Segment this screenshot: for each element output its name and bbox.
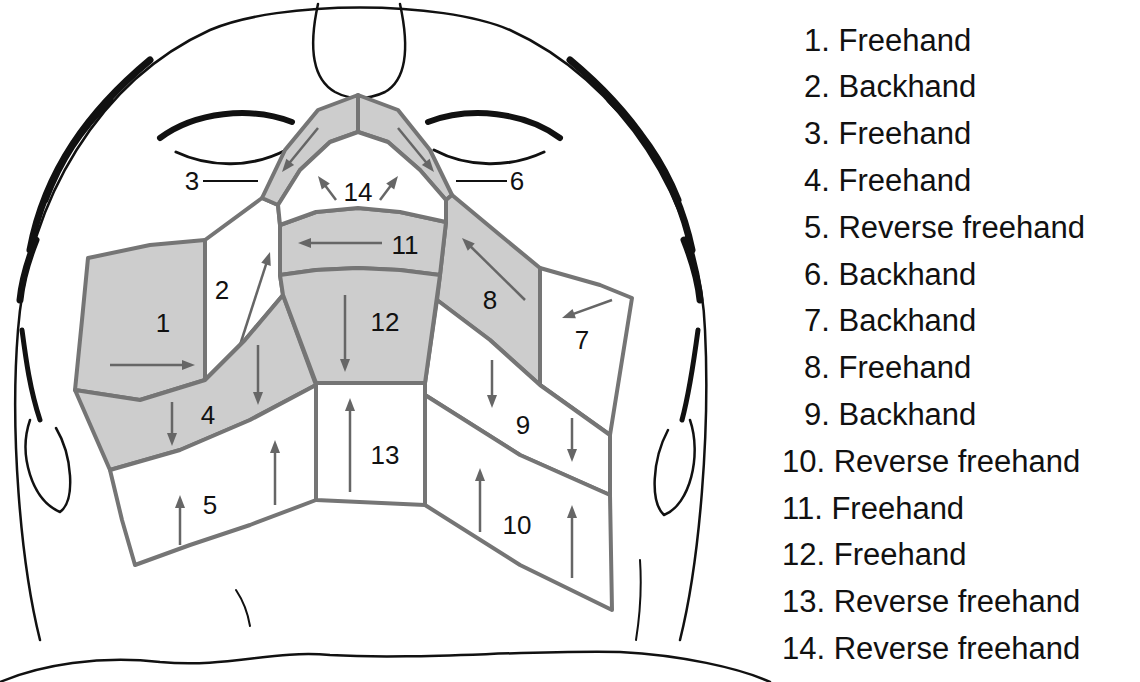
technique-label: 5. Reverse freehand bbox=[804, 212, 1085, 243]
arrowhead bbox=[487, 395, 497, 408]
arrowhead bbox=[340, 359, 350, 372]
region-number: 4 bbox=[201, 402, 215, 428]
region-shape bbox=[110, 385, 316, 565]
technique-label: 3. Freehand bbox=[804, 118, 971, 149]
technique-label: 6. Backhand bbox=[804, 259, 976, 290]
technique-label: 2. Backhand bbox=[804, 71, 976, 102]
region-number: 3 bbox=[185, 168, 199, 194]
leader-line bbox=[203, 180, 258, 182]
arrowhead bbox=[270, 440, 280, 453]
direction-arrow bbox=[257, 345, 260, 395]
direction-arrow bbox=[571, 515, 574, 578]
arrowhead bbox=[175, 495, 185, 508]
arrowhead bbox=[345, 398, 355, 411]
region-number: 14 bbox=[344, 179, 373, 205]
direction-arrow bbox=[171, 402, 174, 436]
region-shape bbox=[280, 268, 440, 383]
arrowhead bbox=[422, 159, 434, 172]
region-shape bbox=[316, 383, 425, 505]
region-outline bbox=[316, 383, 425, 505]
region-number: 5 bbox=[203, 492, 217, 518]
arrowhead bbox=[462, 238, 475, 251]
direction-arrow bbox=[179, 505, 182, 545]
arrowhead bbox=[567, 505, 577, 518]
direction-arrow bbox=[274, 450, 277, 505]
arrowhead bbox=[261, 252, 271, 266]
direction-arrow bbox=[349, 408, 352, 492]
technique-label: 10. Reverse freehand bbox=[782, 446, 1080, 477]
direction-arrow bbox=[344, 295, 347, 362]
region-outline bbox=[280, 268, 440, 383]
direction-arrow bbox=[571, 418, 574, 452]
technique-label: 7. Backhand bbox=[804, 305, 976, 336]
region-shape bbox=[425, 395, 612, 610]
region-shape bbox=[75, 240, 205, 400]
shaving-region: 13 bbox=[316, 383, 425, 505]
shaving-region: 1 bbox=[75, 240, 205, 400]
region-number: 12 bbox=[371, 309, 400, 335]
technique-label: 4. Freehand bbox=[804, 165, 971, 196]
direction-arrow bbox=[110, 364, 185, 367]
region-number: 2 bbox=[215, 277, 229, 303]
region-number: 10 bbox=[503, 512, 532, 538]
shaving-region: 14 bbox=[278, 132, 446, 225]
technique-label: 12. Freehand bbox=[782, 539, 966, 570]
technique-label: 1. Freehand bbox=[804, 25, 971, 56]
direction-arrow bbox=[571, 300, 612, 315]
technique-label: 13. Reverse freehand bbox=[782, 586, 1080, 617]
region-number: 11 bbox=[392, 232, 419, 258]
shaving-region: 12 bbox=[280, 268, 440, 383]
nose bbox=[313, 4, 405, 98]
neck-line bbox=[0, 652, 770, 682]
technique-label: 11. Freehand bbox=[782, 493, 964, 524]
technique-label: 8. Freehand bbox=[804, 352, 971, 383]
direction-arrow bbox=[479, 478, 482, 532]
arrowhead bbox=[182, 360, 195, 370]
region-outline bbox=[75, 240, 205, 400]
arrowhead bbox=[475, 468, 485, 481]
hair bbox=[570, 60, 700, 300]
arrowhead bbox=[386, 176, 398, 189]
head-outline bbox=[15, 8, 706, 641]
region-number: 8 bbox=[483, 287, 497, 313]
direction-arrow bbox=[491, 360, 494, 398]
arrowhead bbox=[562, 309, 576, 318]
region-number: 13 bbox=[371, 442, 400, 468]
region-number: 9 bbox=[516, 412, 530, 438]
arrowhead bbox=[167, 433, 177, 446]
arrowhead bbox=[298, 238, 311, 248]
region-number: 1 bbox=[156, 310, 170, 336]
region-number: 7 bbox=[575, 327, 589, 353]
region-number: 6 bbox=[510, 168, 524, 194]
arrowhead bbox=[567, 449, 577, 462]
arrowhead bbox=[282, 159, 294, 172]
region-shape bbox=[278, 132, 446, 225]
direction-arrow bbox=[308, 242, 382, 245]
arrowhead bbox=[318, 176, 330, 189]
technique-label: 9. Backhand bbox=[804, 399, 976, 430]
leader-line bbox=[456, 180, 507, 182]
technique-label: 14. Reverse freehand bbox=[782, 633, 1080, 664]
arrowhead bbox=[253, 392, 263, 405]
